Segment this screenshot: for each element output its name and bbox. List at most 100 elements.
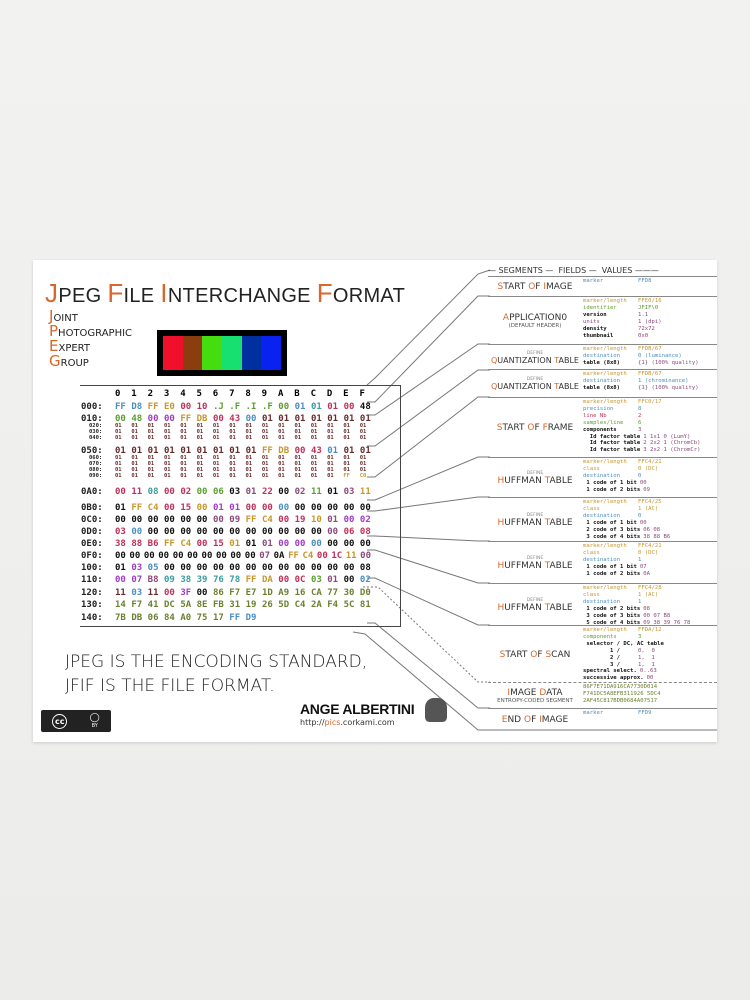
field-value: 38 88 B6 bbox=[643, 533, 671, 540]
field-name: thumbnail bbox=[583, 332, 614, 339]
connector-dht1 bbox=[367, 456, 490, 501]
poster-title: Jpeg File Interchange Format bbox=[45, 278, 405, 309]
jfif-poster: Jpeg File Interchange Format JOINTPHOTOG… bbox=[33, 260, 717, 742]
hex-byte: 08 bbox=[359, 563, 371, 573]
hex-byte: 01 bbox=[131, 435, 138, 441]
author-url[interactable]: http://pics.corkami.com bbox=[300, 718, 395, 727]
field-value: 07 bbox=[639, 563, 647, 570]
hex-byte: 17 bbox=[212, 613, 224, 623]
hex-byte: 77 bbox=[327, 588, 339, 598]
hex-byte: FF bbox=[245, 575, 257, 585]
hex-byte: 01 bbox=[310, 473, 318, 479]
field-value: 1.1 bbox=[638, 311, 649, 318]
hex-byte: 01 bbox=[327, 461, 334, 467]
hex-byte: 00 bbox=[229, 563, 241, 573]
hex-byte: 01 bbox=[115, 423, 122, 429]
hex-byte: 7B bbox=[115, 613, 126, 623]
field-name: marker/length bbox=[583, 399, 627, 405]
hex-byte: 00 bbox=[343, 575, 355, 585]
field-value: 0x0 bbox=[638, 332, 649, 339]
hex-bytes: 01 01 01 01 01 01 01 01 01 01 01 01 01 0… bbox=[115, 473, 376, 479]
field-row: 3 /1, 1 bbox=[583, 662, 664, 669]
hex-byte: 43 bbox=[310, 446, 322, 456]
hex-byte: 06 bbox=[147, 613, 159, 623]
hex-byte: .F bbox=[229, 402, 241, 412]
hex-byte: C4 bbox=[147, 503, 159, 513]
hex-address: 100: bbox=[81, 563, 103, 573]
field-name: samples/line bbox=[583, 419, 624, 426]
hex-row: 010:00 48 00 00 FF DB 00 43 00 01 01 01 … bbox=[81, 414, 376, 424]
hex-byte: 01 bbox=[180, 429, 187, 435]
connector-end bbox=[352, 631, 717, 731]
hex-byte: .J bbox=[212, 402, 224, 412]
hex-byte: 1C bbox=[331, 551, 343, 561]
hex-byte: 00 bbox=[163, 588, 175, 598]
field-value: FFD8 bbox=[638, 278, 652, 284]
hex-byte: 00 bbox=[359, 503, 371, 513]
hex-byte: 00 bbox=[327, 527, 339, 537]
segment-name-block: START OF SCAN bbox=[490, 650, 580, 660]
segment-define-label: DEFINE bbox=[526, 597, 544, 603]
hex-bytes: FF D8 FF E0 00 10 .J .F .I .F 00 01 01 0… bbox=[115, 402, 376, 412]
hex-byte: 01 bbox=[359, 461, 367, 467]
hex-address: 010: bbox=[81, 414, 103, 424]
hex-byte: 08 bbox=[359, 527, 371, 537]
hex-row: 0D0:03 00 00 00 00 00 00 00 00 00 00 00 … bbox=[81, 527, 376, 537]
hex-byte: 01 bbox=[196, 461, 204, 467]
hex-byte: 31 bbox=[229, 600, 241, 610]
image-pixel-block bbox=[202, 336, 223, 370]
field-name: version bbox=[583, 311, 607, 318]
hex-row: 0F0:00 00 00 00 00 00 00 00 00 00 07 0A … bbox=[81, 551, 375, 561]
hex-byte: 01 bbox=[196, 473, 204, 479]
acronym-line: EXPERT bbox=[49, 339, 132, 355]
hex-byte: 00 bbox=[316, 551, 328, 561]
hex-byte: C4 bbox=[302, 551, 314, 561]
hex-byte: B8 bbox=[147, 575, 159, 585]
hex-address: 060: bbox=[89, 455, 103, 461]
hex-byte: 01 bbox=[261, 455, 269, 461]
hex-byte: 01 bbox=[229, 423, 236, 429]
hex-byte: 01 bbox=[115, 455, 122, 461]
hex-byte: 02 bbox=[359, 515, 371, 525]
hex-byte: 5C bbox=[343, 600, 355, 610]
field-name: destination bbox=[583, 556, 621, 563]
hex-byte: 00 bbox=[278, 487, 290, 497]
hex-byte: 38 bbox=[115, 539, 126, 549]
hex-byte: 01 bbox=[343, 435, 350, 441]
hex-byte: 01 bbox=[310, 461, 318, 467]
field-name: 3 / bbox=[583, 661, 621, 668]
hex-byte: 01 bbox=[327, 487, 339, 497]
segments-header-label: SEGMENTS bbox=[498, 266, 543, 275]
hex-byte: 00 bbox=[212, 414, 224, 424]
hex-byte: FF bbox=[261, 446, 273, 456]
hex-column-label: 0 bbox=[115, 389, 121, 399]
hex-byte: D8 bbox=[131, 402, 143, 412]
title-word: nterchange bbox=[167, 285, 317, 307]
hex-byte: DB bbox=[131, 613, 143, 623]
field-name: selector / DC, AC table bbox=[583, 640, 664, 647]
hex-byte: 00 bbox=[143, 551, 155, 561]
hex-address: 0B0: bbox=[81, 503, 103, 513]
field-name: 1 code of 1 bit bbox=[583, 479, 637, 486]
hex-byte: 00 bbox=[131, 515, 143, 525]
field-name: units bbox=[583, 318, 600, 325]
image-pixel-block bbox=[182, 336, 203, 370]
hex-row: 080:01 01 01 01 01 01 01 01 01 01 01 01 … bbox=[81, 467, 376, 473]
hex-byte: 01 bbox=[294, 402, 306, 412]
field-name: precision bbox=[583, 405, 614, 412]
segment-define-label: DEFINE bbox=[526, 555, 544, 561]
